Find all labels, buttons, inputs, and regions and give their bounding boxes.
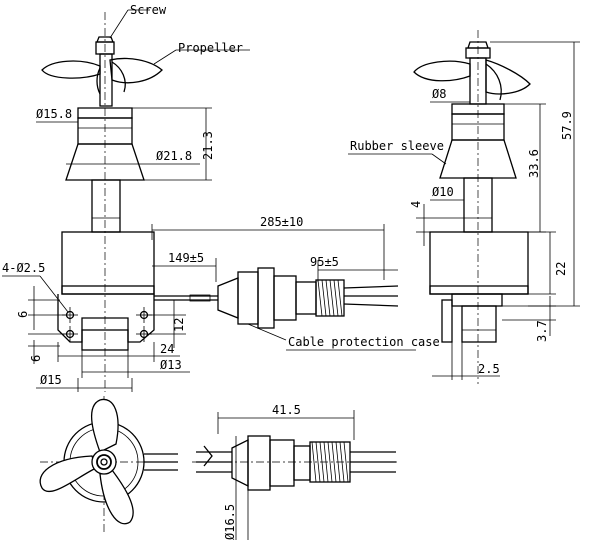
dim-d21-8: Ø21.8 [156,149,192,163]
side-rubber-cone [439,139,517,179]
dim-h57-9: 57.9 [560,111,574,140]
dim-len285: 285±10 [260,215,303,229]
shaft [91,179,121,233]
connector-nut [237,271,259,325]
propeller-blade-right [109,57,163,84]
dim-d15: Ø15 [40,373,62,387]
dim-h3-7: 3.7 [535,320,549,342]
motor-body [61,231,155,295]
dim-h22: 22 [554,262,568,276]
cable-assembly-top: 285±10 149±5 95±5 Cable protection case [151,215,440,351]
side-bottom-block [461,305,497,343]
detail-nut [247,435,271,491]
label-cable-case: Cable protection case [288,335,440,349]
side-view-right-annotations: Ø8 57.9 33.6 Rubber sleeve Ø10 4 22 3.7 [348,41,580,380]
side-motor-body [429,231,529,295]
connector-detail: 41.5 Ø16.5 [192,403,400,540]
dim-d13: Ø13 [160,358,182,372]
dim-len149: 149±5 [168,251,204,265]
dim-holes: 4-Ø2.5 [2,261,45,275]
front-view-left-annotations: Screw Propeller Ø15.8 21.3 Ø21.8 4-Ø2.5 … [2,3,250,392]
side-view-right [413,30,531,384]
dim-6-lower: 6 [29,355,43,362]
dim-w41-5: 41.5 [272,403,301,417]
dim-12: 12 [172,318,186,332]
top-hub [91,449,117,475]
dim-d8: Ø8 [432,87,446,101]
side-blade-left [413,60,471,82]
detail-cone [231,438,249,488]
top-blade-2 [39,455,97,493]
label-propeller: Propeller [178,41,243,55]
front-view-left [41,12,178,392]
dim-h4: 4 [409,201,423,208]
dim-len95: 95±5 [310,255,339,269]
dim-24: 24 [160,342,174,356]
top-blade-3 [99,469,134,525]
side-blade-right [485,59,531,95]
propeller-hub [99,53,113,107]
dim-h33-6: 33.6 [527,149,541,178]
top-view-propeller [39,396,178,532]
dim-d10: Ø10 [432,185,454,199]
connector-cone [217,277,239,319]
top-blade-1 [91,398,119,453]
dim-6-upper: 6 [16,311,30,318]
dim-d15-8: Ø15.8 [36,107,72,121]
dim-d16-5: Ø16.5 [223,504,237,540]
propeller-blade-left [41,60,101,79]
dim-h21-3: 21.3 [201,131,215,160]
label-rubber-sleeve: Rubber sleeve [350,139,444,153]
dim-w2-5: 2.5 [478,362,500,376]
